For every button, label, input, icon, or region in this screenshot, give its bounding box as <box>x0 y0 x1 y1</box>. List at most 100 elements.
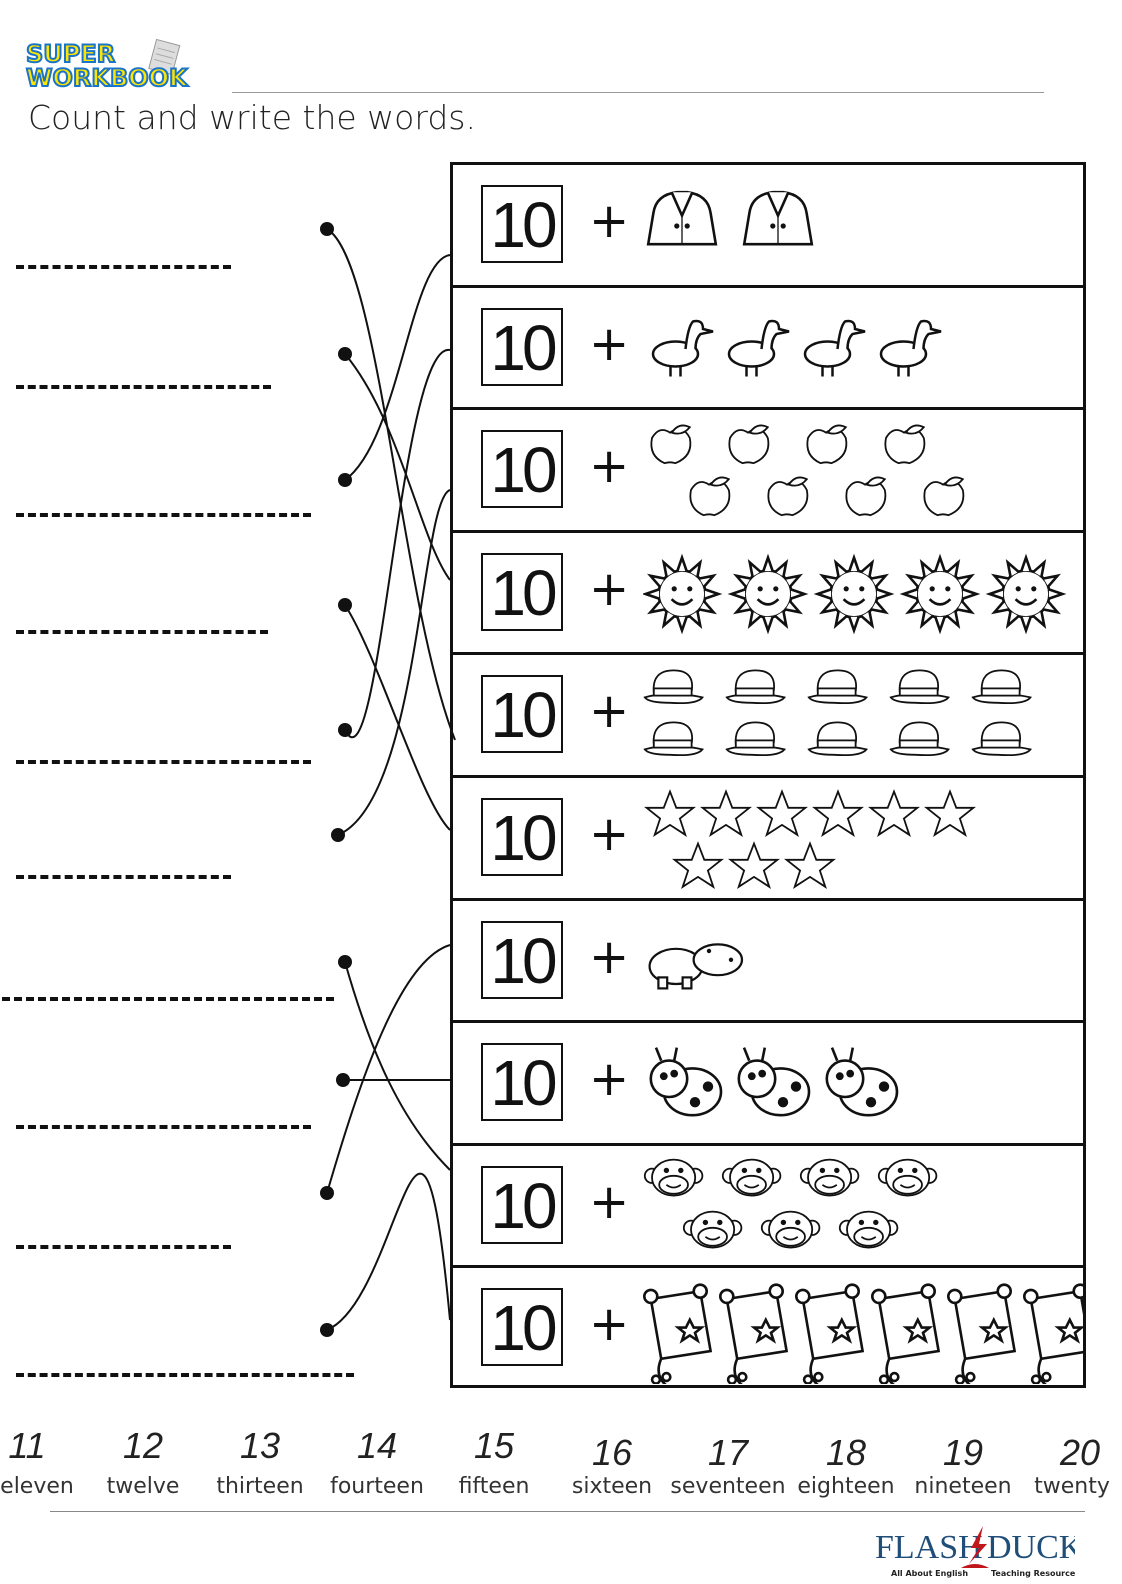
bank-word-fifteen: fifteen <box>458 1474 530 1499</box>
bank-number-14: 14 <box>356 1425 398 1466</box>
apple-icon <box>806 424 848 465</box>
answer-blank-6[interactable] <box>16 875 231 879</box>
sun-icon <box>727 553 809 635</box>
answer-blank-4[interactable] <box>16 630 268 634</box>
kite-icon <box>643 1283 713 1385</box>
monkey-icon <box>838 1210 899 1249</box>
duck-icon <box>879 319 942 377</box>
answer-blank-5[interactable] <box>16 760 311 764</box>
apple-icon <box>767 476 809 517</box>
grid-row-9: 10 + <box>453 1146 1083 1269</box>
answer-blank-8[interactable] <box>16 1125 311 1129</box>
grid-row-2: 10 + <box>453 288 1083 411</box>
plus-sign: + <box>589 315 630 372</box>
kite-icon <box>871 1283 941 1385</box>
ladybug-icon <box>737 1047 811 1117</box>
answer-blank-9[interactable] <box>16 1245 231 1249</box>
counting-grid: 10 +10 +10 +10 +10 +10 +10 +10 +10 +10 + <box>450 162 1086 1388</box>
apple-pictures <box>650 424 965 517</box>
bank-number-16: 16 <box>591 1432 633 1473</box>
super-workbook-logo: SUPER WORKBOOK <box>25 38 226 98</box>
match-dot-2[interactable] <box>338 347 352 361</box>
bank-word-nineteen: nineteen <box>914 1474 1012 1499</box>
match-line-3 <box>344 254 451 481</box>
answer-blank-7[interactable] <box>2 997 334 1001</box>
ten-box: 10 <box>481 430 563 509</box>
grid-row-4: 10 + <box>453 533 1083 656</box>
star-icon <box>756 789 808 837</box>
monkey-icon <box>799 1158 860 1197</box>
sun-icon <box>985 553 1067 635</box>
monkey-icon <box>760 1210 821 1249</box>
monkey-icon <box>721 1158 782 1197</box>
star-icon <box>644 789 696 837</box>
apple-icon <box>884 424 926 465</box>
grid-row-7: 10 + <box>453 901 1083 1024</box>
bank-number-15: 15 <box>473 1425 515 1466</box>
svg-text:All About English: All About English <box>891 1569 968 1578</box>
match-dot-4[interactable] <box>338 598 352 612</box>
bank-word-seventeen: seventeen <box>670 1474 786 1499</box>
hat-icon <box>807 669 868 705</box>
match-dot-7[interactable] <box>338 955 352 969</box>
plus-sign: + <box>589 928 630 985</box>
match-dot-3[interactable] <box>338 473 352 487</box>
hippo-icon <box>648 942 744 990</box>
answer-blank-10[interactable] <box>16 1373 354 1377</box>
hat-icon <box>971 669 1032 705</box>
instruction: Count and write the words. <box>28 98 476 137</box>
ten-box: 10 <box>481 798 563 876</box>
bank-word-twenty: twenty <box>1034 1474 1110 1499</box>
apple-icon <box>650 424 692 465</box>
answer-blank-2[interactable] <box>16 385 271 389</box>
star-icon <box>784 841 836 889</box>
match-dot-5[interactable] <box>338 723 352 737</box>
bank-word-thirteen: thirteen <box>216 1474 304 1499</box>
logo-line-2: WORKBOOK <box>25 64 189 92</box>
apple-icon <box>923 476 965 517</box>
plus-sign: + <box>589 683 630 740</box>
sun-icon <box>899 553 981 635</box>
duck-pictures <box>651 319 942 377</box>
kite-icon <box>795 1283 865 1385</box>
plus-sign: + <box>589 438 630 495</box>
match-dot-6[interactable] <box>331 828 345 842</box>
answer-blank-3[interactable] <box>16 513 311 517</box>
apple-icon <box>728 424 770 465</box>
monkey-icon <box>643 1158 704 1197</box>
match-line-5 <box>344 348 451 739</box>
ladybug-pictures <box>649 1047 899 1117</box>
star-icon <box>672 841 724 889</box>
grid-row-3: 10 + <box>453 410 1083 533</box>
plus-sign: + <box>589 1296 630 1353</box>
plus-sign: + <box>589 806 630 862</box>
plus-sign: + <box>589 1173 630 1230</box>
ladybug-icon <box>825 1047 899 1117</box>
bank-number-19: 19 <box>942 1432 984 1473</box>
ten-box: 10 <box>481 185 563 263</box>
grid-row-5: 10 + <box>453 655 1083 778</box>
grid-row-10: 10 + <box>453 1268 1083 1391</box>
match-dot-9[interactable] <box>320 1186 334 1200</box>
notepad-icon <box>148 38 181 76</box>
bank-number-20: 20 <box>1059 1432 1101 1473</box>
sun-icon <box>813 553 895 635</box>
apple-icon <box>689 476 731 517</box>
ten-box: 10 <box>481 920 563 999</box>
match-line-2 <box>344 353 451 581</box>
bank-number-11: 11 <box>8 1425 46 1466</box>
hat-icon <box>643 669 704 705</box>
bank-word-sixteen: sixteen <box>571 1474 653 1499</box>
kite-icon <box>1023 1283 1083 1385</box>
match-dot-10[interactable] <box>320 1323 334 1337</box>
match-dot-8[interactable] <box>336 1073 350 1087</box>
grid-row-8: 10 + <box>453 1023 1083 1146</box>
match-dot-1[interactable] <box>320 222 334 236</box>
svg-text:DUCK: DUCK <box>987 1529 1075 1566</box>
answer-blank-1[interactable] <box>16 265 231 269</box>
match-line-9 <box>326 944 451 1194</box>
bank-word-eleven: eleven <box>0 1474 74 1499</box>
duck-icon <box>651 319 714 377</box>
